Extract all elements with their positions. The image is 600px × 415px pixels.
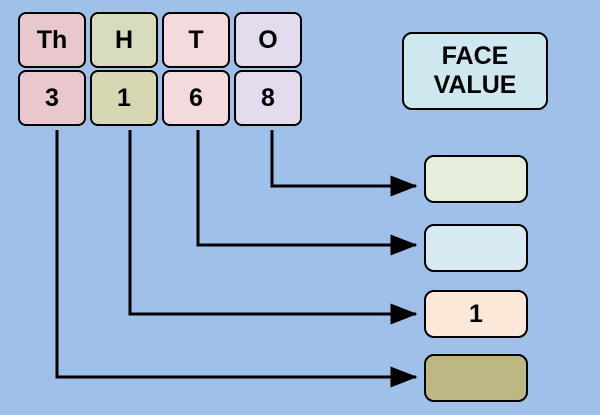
place-value-header-t: T [162, 12, 230, 68]
digit-label: 3 [45, 83, 59, 112]
digit-cell-ones: 8 [234, 70, 302, 126]
digit-cell-thousands: 3 [18, 70, 86, 126]
digit-cell-tens: 6 [162, 70, 230, 126]
digit-label: 1 [117, 83, 131, 112]
digit-label: 6 [189, 83, 203, 112]
value-box-tens [424, 224, 528, 272]
place-value-header-h: H [90, 12, 158, 68]
value-box-ones [424, 155, 528, 203]
place-value-header-th: Th [18, 12, 86, 68]
digit-cell-hundreds: 1 [90, 70, 158, 126]
place-value-header-o: O [234, 12, 302, 68]
digit-label: 8 [261, 83, 275, 112]
value-box-hundreds: 1 [424, 290, 528, 338]
face-value-line1: FACE [441, 42, 509, 71]
value-box-label: 1 [469, 299, 483, 328]
face-value-line2: VALUE [433, 71, 517, 99]
value-box-thousands [424, 354, 528, 402]
header-label: O [258, 25, 278, 54]
header-label: T [188, 25, 204, 54]
header-label: Th [36, 25, 68, 54]
face-value-legend: FACE VALUE [402, 32, 548, 110]
header-label: H [114, 25, 134, 54]
